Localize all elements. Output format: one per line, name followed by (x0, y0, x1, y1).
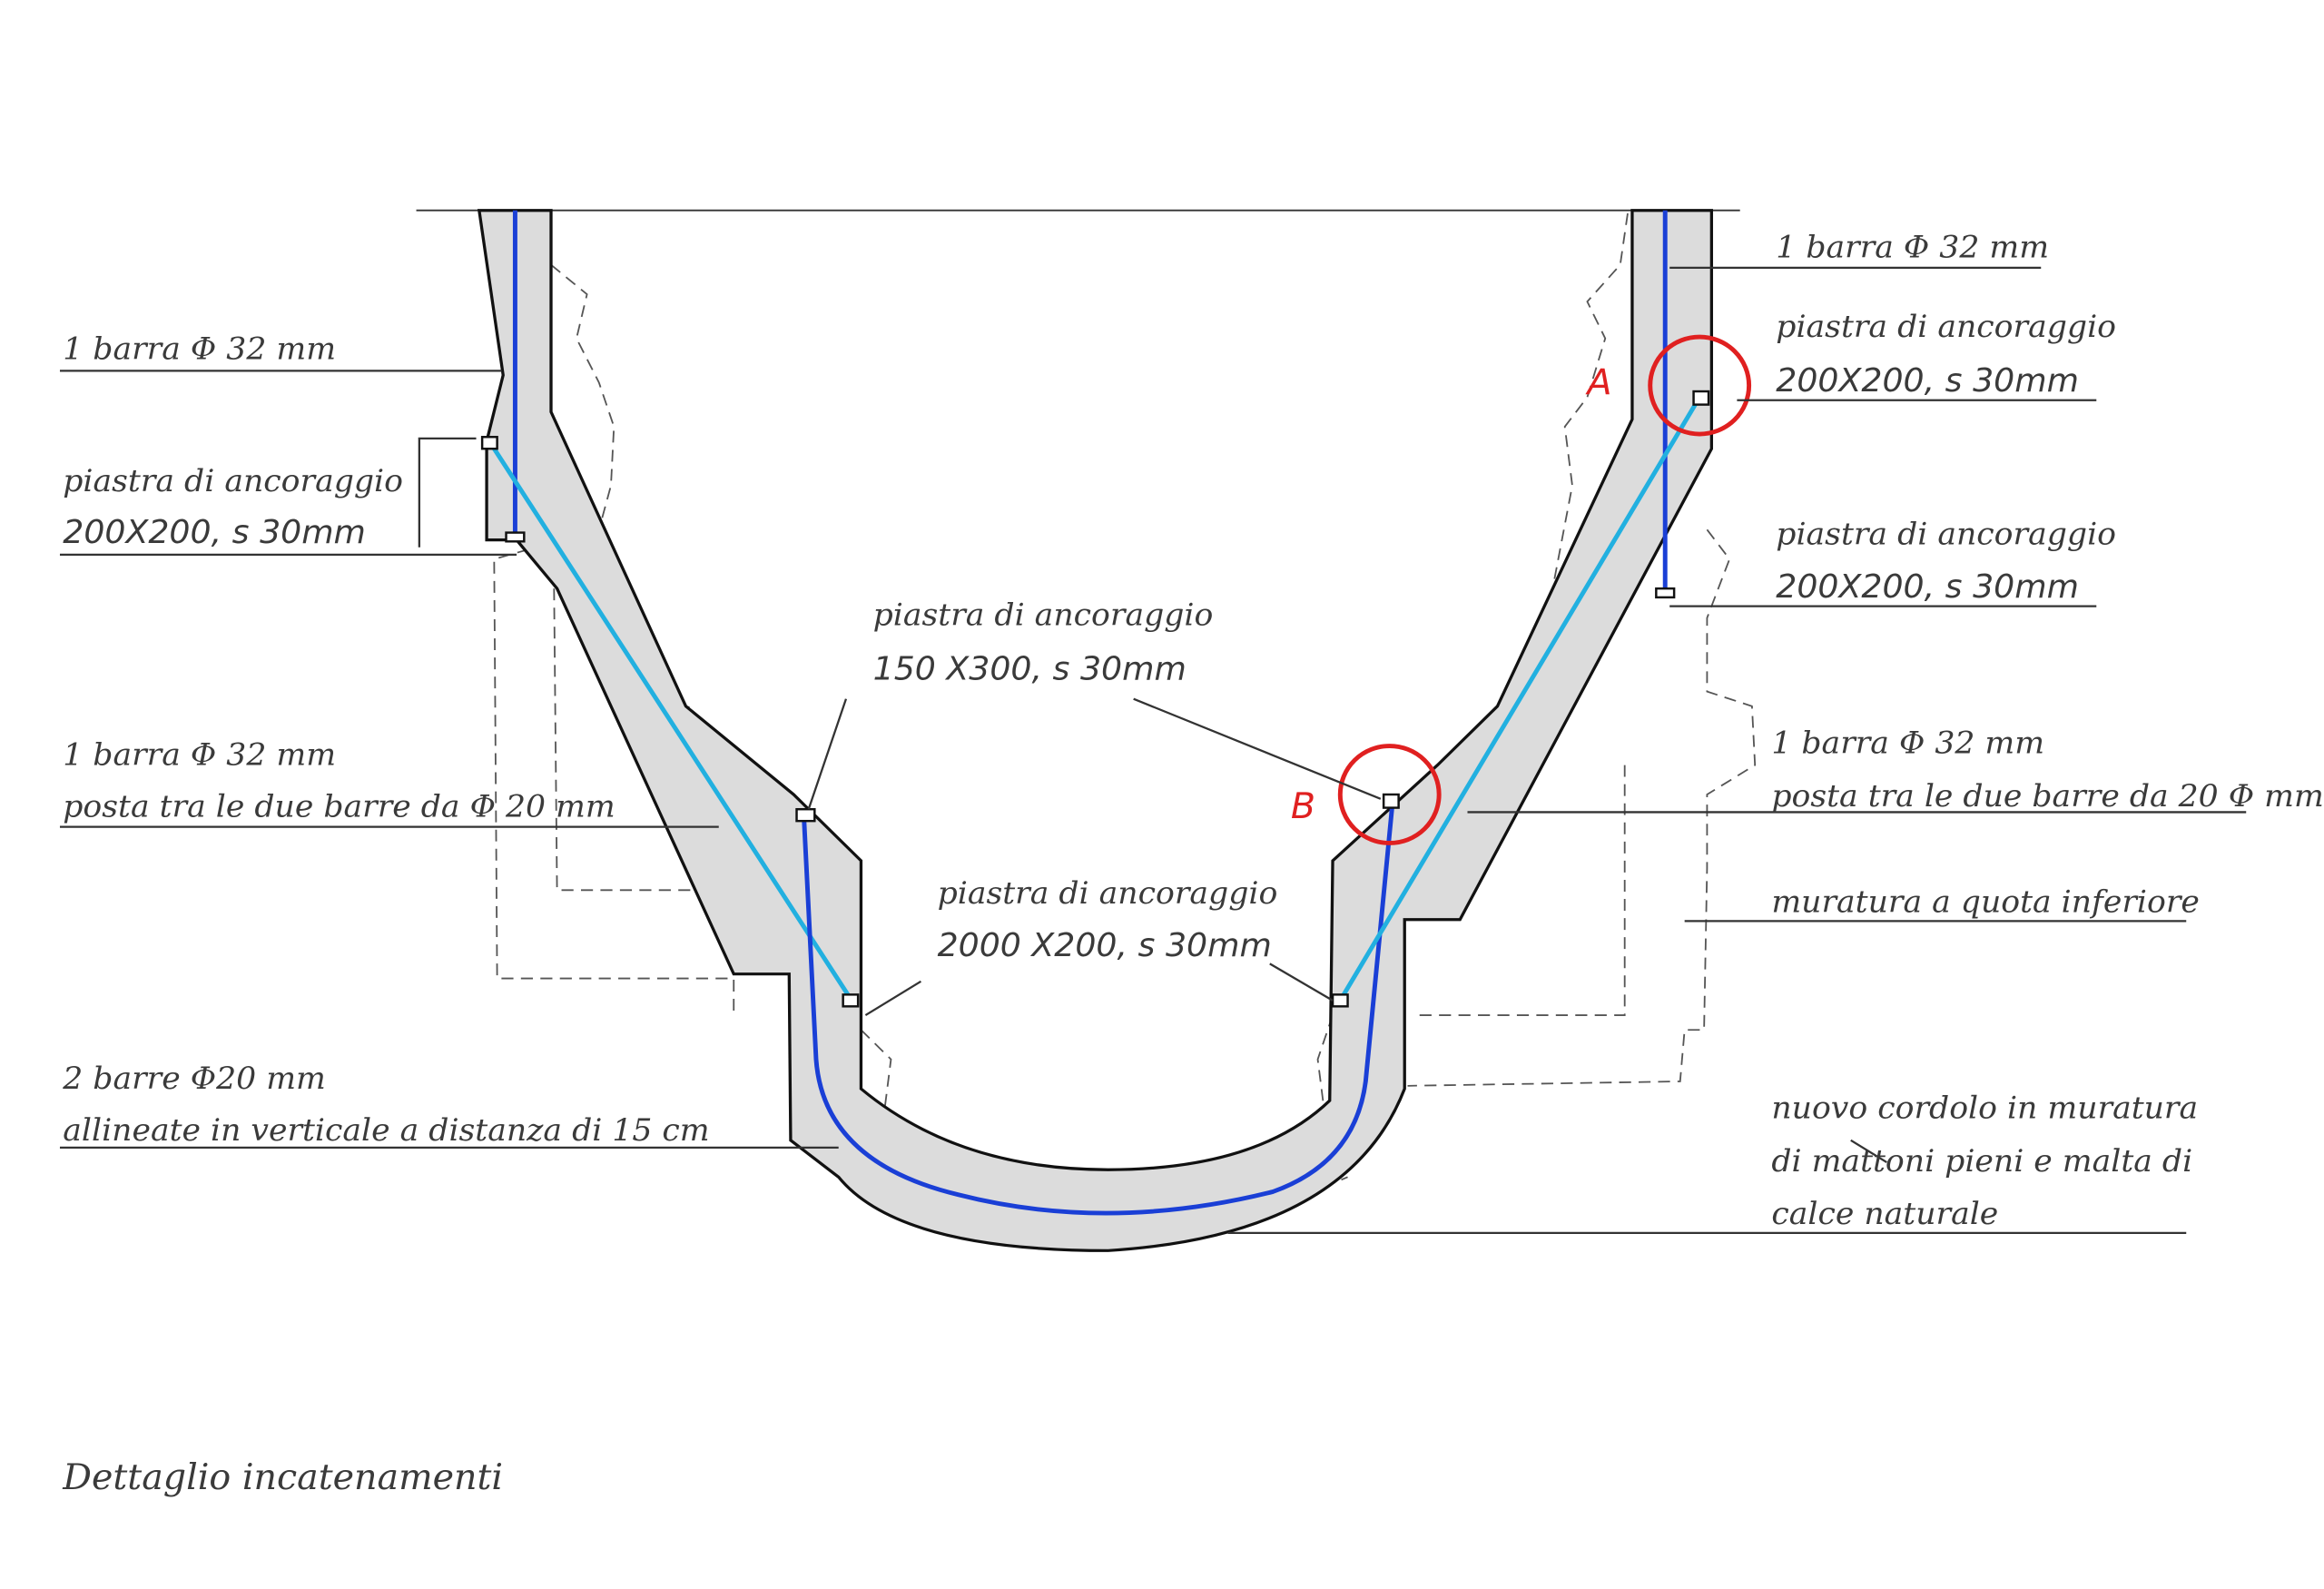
existing-masonry-right-outline (1407, 212, 1757, 1087)
label-right-bar-mid-line1: 1 barra Φ 32 mm (1771, 725, 2044, 762)
lower-bars-20 (802, 801, 1395, 1216)
label-center-plate-bottom-line2: 2000 X200, s 30mm (938, 928, 1272, 965)
label-right-bar-mid-line2: posta tra le due barre da 20 Φ mm (1771, 778, 2323, 814)
label-right-plate1-line1: piastra di ancoraggio (1776, 309, 2116, 345)
anchor-plate (1692, 390, 1710, 406)
label-right-plate1-line2: 200X200, s 30mm (1776, 362, 2079, 400)
label-center-plate-bottom-line1: piastra di ancoraggio (938, 875, 1278, 912)
right-diagonal-bar-32 (1338, 396, 1702, 1002)
highlight-circle-b (1337, 744, 1442, 845)
marker-b: B (1291, 786, 1315, 827)
label-left-bar-mid-line1: 1 barra Φ 32 mm (63, 737, 336, 774)
anchor-plate (480, 436, 498, 450)
anchor-plate (795, 807, 816, 823)
masonry-section (477, 209, 1714, 1252)
drawing-title: Dettaglio incatenamenti (62, 1457, 503, 1498)
marker-a: A (1584, 363, 1611, 404)
label-right-plate2-line1: piastra di ancoraggio (1776, 517, 2116, 553)
label-right-masonry: muratura a quota inferiore (1771, 884, 2200, 921)
anchor-plate (1331, 993, 1349, 1008)
label-right-plate2-line2: 200X200, s 30mm (1776, 568, 2079, 606)
anchor-plates (480, 390, 1710, 1008)
label-left-bars-bottom-line1: 2 barre Φ20 mm (62, 1061, 326, 1097)
anchor-plate (1382, 793, 1400, 809)
label-left-bars-bottom-line2: allineate in verticale a distanza di 15 … (63, 1112, 709, 1149)
label-left-plate-line2: 200X200, s 30mm (63, 514, 366, 551)
label-left-plate-line1: piastra di ancoraggio (63, 463, 403, 499)
highlight-circle-a (1648, 334, 1752, 437)
label-right-cordolo-line2: di mattoni pieni e malta di (1771, 1143, 2192, 1179)
label-right-bar-top: 1 barra Φ 32 mm (1776, 230, 2049, 266)
label-center-plate-top-line1: piastra di ancoraggio (873, 597, 1214, 634)
left-diagonal-bar-32 (492, 447, 856, 1005)
anchor-plate (1655, 587, 1676, 599)
label-left-bar-mid-line2: posta tra le due barre da Φ 20 mm (63, 789, 615, 825)
leader-lines (59, 266, 2247, 1235)
label-right-cordolo-line3: calce naturale (1771, 1196, 1998, 1232)
label-center-plate-top-line2: 150 X300, s 30mm (873, 651, 1187, 688)
label-right-cordolo-line1: nuovo cordolo in muratura (1771, 1091, 2198, 1127)
anchor-plate (842, 993, 860, 1008)
anchor-plate (505, 531, 526, 543)
existing-masonry-left-outline (493, 263, 735, 1016)
label-left-bar-top: 1 barra Φ 32 mm (63, 331, 336, 368)
